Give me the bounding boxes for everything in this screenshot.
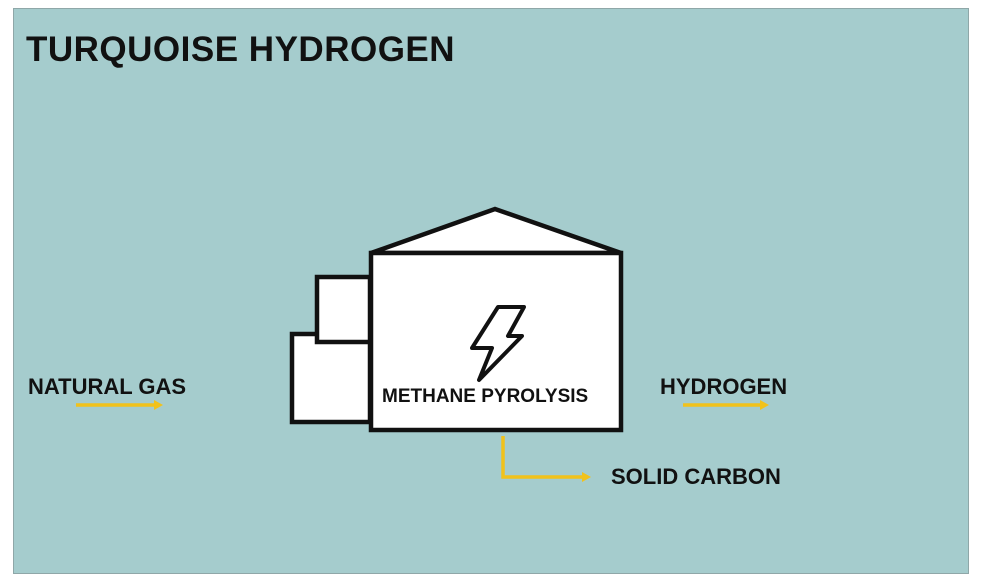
- byproduct-label: SOLID CARBON: [611, 464, 781, 489]
- page-title: TURQUOISE HYDROGEN: [26, 30, 456, 69]
- input-label: NATURAL GAS: [28, 374, 187, 399]
- output-arrow: [683, 400, 769, 410]
- annex-lower: [289, 331, 373, 425]
- byproduct-arrow: [501, 436, 591, 482]
- input-arrow: [76, 400, 163, 410]
- roof: [370, 206, 622, 256]
- process-label: METHANE PYROLYSIS: [382, 386, 589, 407]
- annex-upper: [314, 274, 373, 345]
- lightning-bolt-icon: [470, 305, 526, 382]
- output-label: HYDROGEN: [660, 374, 788, 399]
